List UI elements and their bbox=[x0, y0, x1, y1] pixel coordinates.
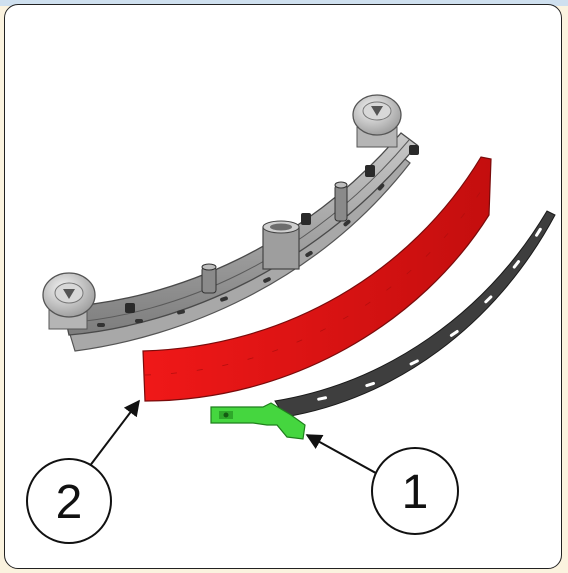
diagram-card: 1 2 bbox=[4, 4, 562, 569]
front-squeegee-blade bbox=[142, 156, 492, 402]
left-wheel bbox=[42, 272, 96, 330]
callout-2: 2 bbox=[26, 458, 112, 544]
callout-1: 1 bbox=[371, 447, 459, 535]
diagram-canvas: 1 2 bbox=[26, 94, 556, 544]
squeegee-frame bbox=[42, 94, 419, 352]
arrow-callout-2 bbox=[88, 399, 140, 468]
callout-1-label: 1 bbox=[402, 466, 429, 519]
rear-squeegee-blade bbox=[274, 210, 556, 418]
top-strip bbox=[0, 0, 568, 6]
arrow-callout-1 bbox=[305, 434, 384, 478]
right-wheel bbox=[352, 94, 402, 148]
callout-2-label: 2 bbox=[56, 476, 83, 529]
green-clamp bbox=[210, 402, 306, 440]
hose-connector bbox=[262, 220, 300, 270]
adjuster-knobs bbox=[201, 181, 348, 294]
frame-clips bbox=[125, 145, 419, 313]
